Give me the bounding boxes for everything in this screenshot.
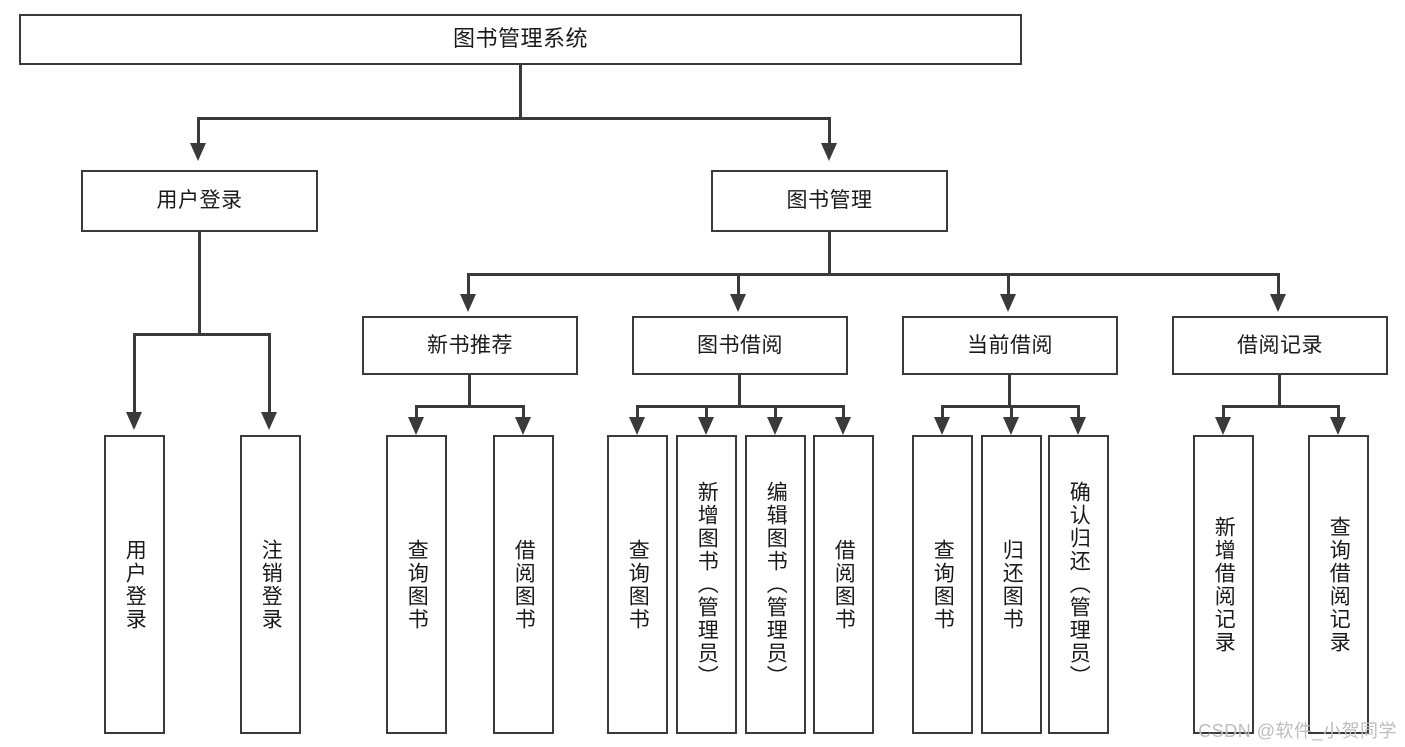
connector-bookborrow-to-leaf-2	[705, 405, 708, 421]
connector-borrowrecord-bus	[1222, 405, 1340, 408]
node-label: 新增借阅记录	[1212, 515, 1236, 654]
node-label: 借阅图书	[832, 538, 856, 631]
connector-user-login-stem	[198, 232, 201, 335]
node-label: 用户登录	[123, 538, 147, 631]
connector-borrowrecord-to-leaf-1	[1222, 405, 1225, 421]
leaf-currentborrow-query-book[interactable]: 查询图书	[912, 435, 973, 734]
node-label: 图书借阅	[697, 333, 783, 357]
node-label: 用户登录	[156, 189, 243, 213]
connector-bookborrow-bus	[636, 405, 844, 408]
connector-bookborrow-to-leaf-1	[636, 405, 639, 421]
arrow-bookborrow-to-leaf-4	[835, 417, 851, 435]
connector-bm-to-borrow-record	[1277, 273, 1280, 297]
node-label: 查询借阅记录	[1327, 515, 1351, 654]
connector-currentborrow-stem	[1008, 375, 1011, 407]
leaf-borrowrecord-add-record[interactable]: 新增借阅记录	[1193, 435, 1254, 734]
node-label: 查询图书	[626, 538, 650, 631]
node-current-borrow[interactable]: 当前借阅	[902, 316, 1118, 375]
connector-root-to-user-login	[197, 117, 200, 145]
node-label: 归还图书	[1000, 538, 1024, 631]
connector-root-bus	[199, 117, 831, 120]
connector-borrowrecord-to-leaf-2	[1337, 405, 1340, 421]
connector-newbook-to-leaf-1	[415, 405, 418, 421]
node-label: 图书管理系统	[452, 26, 588, 52]
connector-newbook-bus	[415, 405, 525, 408]
node-label: 注销登录	[259, 538, 283, 631]
arrow-user-login-to-leaf-1	[126, 412, 142, 430]
arrow-currentborrow-to-leaf-2	[1003, 417, 1019, 435]
connector-root-stem	[519, 65, 522, 119]
connector-bookborrow-stem	[738, 375, 741, 407]
leaf-currentborrow-confirm-return-admin[interactable]: 确认归还（管理员）	[1048, 435, 1109, 734]
leaf-user-login-logout[interactable]: 注销登录	[240, 435, 301, 734]
node-label: 借阅图书	[512, 538, 536, 631]
connector-currentborrow-to-leaf-2	[1010, 405, 1013, 421]
node-label: 图书管理	[786, 189, 873, 213]
node-book-borrow[interactable]: 图书借阅	[632, 316, 848, 375]
node-book-management[interactable]: 图书管理	[711, 170, 948, 232]
leaf-newbook-query-book[interactable]: 查询图书	[386, 435, 447, 734]
arrow-newbook-to-leaf-2	[515, 417, 531, 435]
arrow-currentborrow-to-leaf-1	[934, 417, 950, 435]
leaf-bookborrow-borrow-book[interactable]: 借阅图书	[813, 435, 874, 734]
leaf-user-login-login[interactable]: 用户登录	[104, 435, 165, 734]
node-label: 查询图书	[405, 538, 429, 631]
arrow-borrowrecord-to-leaf-2	[1330, 417, 1346, 435]
leaf-borrowrecord-query-record[interactable]: 查询借阅记录	[1308, 435, 1369, 734]
arrow-root-to-user-login	[190, 143, 206, 161]
node-user-login[interactable]: 用户登录	[81, 170, 318, 232]
arrow-bookborrow-to-leaf-1	[629, 417, 645, 435]
leaf-bookborrow-add-book-admin[interactable]: 新增图书（管理员）	[676, 435, 737, 734]
arrow-currentborrow-to-leaf-3	[1070, 417, 1086, 435]
node-label: 当前借阅	[967, 333, 1053, 357]
arrow-user-login-to-leaf-2	[261, 412, 277, 430]
node-borrow-record[interactable]: 借阅记录	[1172, 316, 1388, 375]
connector-bookborrow-to-leaf-4	[842, 405, 845, 421]
node-new-book-recommend[interactable]: 新书推荐	[362, 316, 578, 375]
node-label: 查询图书	[931, 538, 955, 631]
arrow-borrowrecord-to-leaf-1	[1215, 417, 1231, 435]
node-label: 确认归还（管理员）	[1067, 481, 1091, 688]
connector-currentborrow-to-leaf-1	[941, 405, 944, 421]
connector-bookborrow-to-leaf-3	[774, 405, 777, 421]
arrow-root-to-book-management	[821, 143, 837, 161]
leaf-bookborrow-query-book[interactable]: 查询图书	[607, 435, 668, 734]
node-label: 借阅记录	[1237, 333, 1323, 357]
connector-book-management-bus	[467, 273, 1279, 276]
leaf-newbook-borrow-book[interactable]: 借阅图书	[493, 435, 554, 734]
leaf-bookborrow-edit-book-admin[interactable]: 编辑图书（管理员）	[745, 435, 806, 734]
connector-bm-to-current-borrow	[1007, 273, 1010, 297]
node-label: 编辑图书（管理员）	[764, 481, 788, 688]
connector-newbook-stem	[468, 375, 471, 407]
connector-borrowrecord-stem	[1278, 375, 1281, 407]
arrow-bm-to-current-borrow	[1000, 294, 1016, 312]
node-root-book-management-system[interactable]: 图书管理系统	[19, 14, 1022, 65]
connector-root-to-book-management	[828, 117, 831, 145]
arrow-bm-to-book-borrow	[730, 294, 746, 312]
leaf-currentborrow-return-book[interactable]: 归还图书	[981, 435, 1042, 734]
arrow-newbook-to-leaf-1	[408, 417, 424, 435]
connector-newbook-to-leaf-2	[522, 405, 525, 421]
arrow-bookborrow-to-leaf-3	[767, 417, 783, 435]
connector-currentborrow-to-leaf-3	[1077, 405, 1080, 421]
connector-book-management-stem	[828, 232, 831, 275]
connector-bm-to-book-borrow	[737, 273, 740, 297]
node-label: 新增图书（管理员）	[695, 481, 719, 688]
connector-user-login-bus	[133, 333, 270, 336]
arrow-bm-to-new-book	[460, 294, 476, 312]
arrow-bookborrow-to-leaf-2	[698, 417, 714, 435]
node-label: 新书推荐	[427, 333, 513, 357]
connector-user-login-to-leaf-1	[133, 333, 136, 415]
connector-user-login-to-leaf-2	[268, 333, 271, 415]
arrow-bm-to-borrow-record	[1270, 294, 1286, 312]
connector-bm-to-new-book	[467, 273, 470, 297]
